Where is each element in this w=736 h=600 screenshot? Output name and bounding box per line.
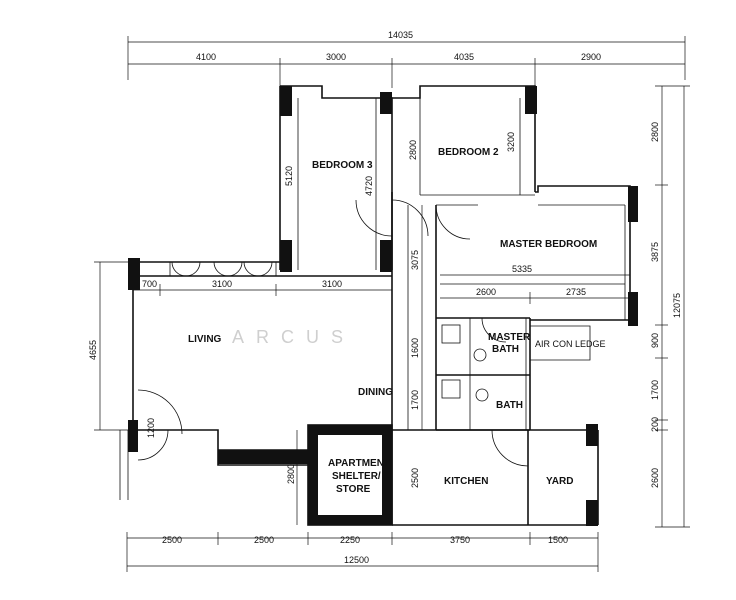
label-yard: YARD bbox=[546, 476, 573, 487]
dim-corridor-1: 3075 bbox=[410, 250, 420, 270]
dim-top-3: 4035 bbox=[454, 52, 474, 62]
label-bath: BATH bbox=[496, 400, 523, 411]
dim-bed3-h2: 4720 bbox=[364, 176, 374, 196]
dim-bottom-5: 1500 bbox=[548, 535, 568, 545]
dim-bed2-h: 2800 bbox=[408, 140, 418, 160]
label-bedroom-2: BEDROOM 2 bbox=[438, 147, 499, 158]
dim-right-5: 200 bbox=[650, 417, 660, 432]
dim-corridor-3: 1700 bbox=[410, 390, 420, 410]
dim-living-3: 3100 bbox=[322, 279, 342, 289]
label-shelter-1: APARTMENT bbox=[328, 458, 390, 469]
dim-right-4: 1700 bbox=[650, 380, 660, 400]
label-master-bedroom: MASTER BEDROOM bbox=[500, 239, 597, 250]
walls bbox=[119, 85, 631, 526]
dim-living-1: 700 bbox=[142, 279, 157, 289]
dimension-lines bbox=[94, 36, 690, 572]
label-living: LIVING bbox=[188, 334, 222, 345]
dim-shelter-h: 2800 bbox=[286, 464, 296, 484]
dim-right-2: 3875 bbox=[650, 242, 660, 262]
dim-door-label: 1200 bbox=[146, 418, 156, 438]
dim-top-2: 3000 bbox=[326, 52, 346, 62]
dim-right-3: 900 bbox=[650, 333, 660, 348]
room-labels: BEDROOM 3 BEDROOM 2 MASTER BEDROOM MASTE… bbox=[188, 147, 606, 495]
dim-bed2-h2: 3200 bbox=[506, 132, 516, 152]
dim-right-6: 2600 bbox=[650, 468, 660, 488]
label-bedroom-3: BEDROOM 3 bbox=[312, 160, 373, 171]
dim-bed3-h: 5120 bbox=[284, 166, 294, 186]
dim-right-total: 12075 bbox=[672, 293, 682, 318]
door-swings bbox=[137, 199, 529, 467]
dim-master-w1: 2600 bbox=[476, 287, 496, 297]
dim-living-2: 3100 bbox=[212, 279, 232, 289]
dim-right-1: 2800 bbox=[650, 122, 660, 142]
label-shelter-3: STORE bbox=[336, 484, 371, 495]
dim-bottom-4: 3750 bbox=[450, 535, 470, 545]
label-shelter-2: SHELTER/ bbox=[332, 471, 381, 482]
label-master-bath-1: MASTER bbox=[488, 332, 531, 343]
dim-bottom-2: 2500 bbox=[254, 535, 274, 545]
dim-bottom-3: 2250 bbox=[340, 535, 360, 545]
solid-wall-blocks bbox=[128, 86, 638, 526]
watermark-text: ARCUS bbox=[232, 327, 355, 347]
dim-top-4: 2900 bbox=[581, 52, 601, 62]
dim-master-w: 5335 bbox=[512, 264, 532, 274]
dim-corridor-2: 1600 bbox=[410, 338, 420, 358]
label-kitchen: KITCHEN bbox=[444, 476, 488, 487]
bathroom-fixtures bbox=[441, 324, 489, 402]
dim-master-w2: 2735 bbox=[566, 287, 586, 297]
label-aircon-ledge: AIR CON LEDGE bbox=[535, 339, 606, 349]
label-dining: DINING bbox=[358, 387, 393, 398]
dim-kitchen-h: 2500 bbox=[410, 468, 420, 488]
dim-bottom-1: 2500 bbox=[162, 535, 182, 545]
dim-top-total: 14035 bbox=[388, 30, 413, 40]
dim-left-total: 4655 bbox=[88, 340, 98, 360]
label-master-bath-2: BATH bbox=[492, 344, 519, 355]
dim-bottom-total: 12500 bbox=[344, 555, 369, 565]
dimension-labels: 14035 4100 3000 4035 2900 2500 2500 2250… bbox=[88, 30, 682, 565]
dim-top-1: 4100 bbox=[196, 52, 216, 62]
